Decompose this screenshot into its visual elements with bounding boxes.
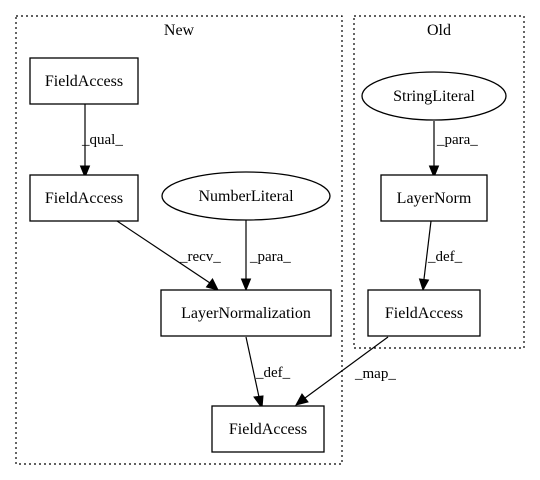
node-fieldaccess-mid[interactable]: FieldAccess: [29, 174, 139, 222]
edge-def-new: _def_: [245, 336, 291, 410]
node-fieldaccess-top-label: FieldAccess: [45, 73, 123, 90]
node-layernormalization[interactable]: LayerNormalization: [160, 289, 332, 337]
node-layernormalization-label: LayerNormalization: [181, 305, 311, 322]
edge-recv-line: [116, 220, 211, 284]
edge-para-old-arrowhead: [428, 165, 440, 179]
node-stringliteral-ellipse: [361, 71, 507, 121]
edge-para-new: _para_: [240, 219, 291, 292]
node-layernormalization-box: [160, 289, 332, 337]
cluster-old: Old: [353, 15, 525, 349]
node-fieldaccess-old[interactable]: FieldAccess: [367, 289, 481, 337]
node-numberliteral[interactable]: NumberLiteral: [161, 171, 331, 221]
node-stringliteral-label: StringLiteral: [393, 88, 475, 105]
edge-recv: _recv_: [116, 220, 221, 291]
cluster-old-border: [353, 15, 525, 349]
edge-para-old: _para_: [428, 121, 478, 179]
edge-def-new-label: _def_: [255, 365, 291, 381]
cluster-new: New: [15, 15, 343, 465]
node-layernorm-label: LayerNorm: [397, 190, 472, 207]
node-fieldaccess-top-box: [29, 57, 139, 105]
edge-qual-arrowhead: [79, 165, 91, 179]
edge-map-line: [304, 336, 389, 399]
edge-recv-label: _recv_: [179, 249, 221, 265]
edge-para-new-arrowhead: [240, 278, 252, 292]
node-layernorm-box: [380, 174, 488, 222]
node-numberliteral-ellipse: [161, 171, 331, 221]
cluster-new-border: [15, 15, 343, 465]
edge-def-old-arrowhead: [418, 278, 430, 292]
node-fieldaccess-mid-label: FieldAccess: [45, 190, 123, 207]
node-fieldaccess-mid-box: [29, 174, 139, 222]
node-fieldaccess-bottom-label: FieldAccess: [229, 421, 307, 438]
node-numberliteral-label: NumberLiteral: [198, 188, 294, 205]
node-fieldaccess-bottom-box: [211, 405, 325, 453]
edge-map: _map_: [295, 336, 396, 406]
edge-def-old-line: [423, 220, 432, 280]
cluster-old-label: Old: [427, 22, 451, 39]
edge-qual: _qual_: [79, 104, 123, 179]
edge-def-old-label: _def_: [427, 249, 463, 265]
edge-recv-arrowhead: [205, 278, 219, 291]
node-layernorm[interactable]: LayerNorm: [380, 174, 488, 222]
cluster-new-label: New: [164, 22, 195, 39]
edge-para-old-label: _para_: [436, 132, 478, 148]
edge-map-arrowhead: [295, 393, 309, 406]
edge-map-label: _map_: [354, 366, 396, 382]
node-fieldaccess-old-label: FieldAccess: [385, 305, 463, 322]
node-fieldaccess-bottom[interactable]: FieldAccess: [211, 405, 325, 453]
edge-qual-label: _qual_: [81, 132, 123, 148]
edge-def-old: _def_: [418, 220, 463, 292]
edge-def-new-arrowhead: [253, 395, 264, 410]
edge-para-new-label: _para_: [249, 249, 291, 265]
node-fieldaccess-top[interactable]: FieldAccess: [29, 57, 139, 105]
edge-def-new-line: [245, 336, 260, 398]
node-stringliteral[interactable]: StringLiteral: [361, 71, 507, 121]
node-fieldaccess-old-box: [367, 289, 481, 337]
